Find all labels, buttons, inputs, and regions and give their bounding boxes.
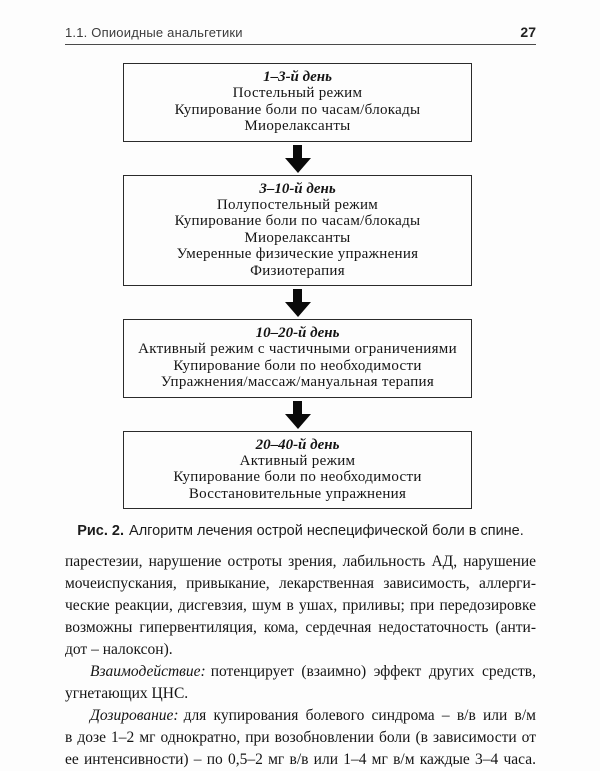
flow-box-line: Активный режим с частичными ограничениям… bbox=[138, 341, 457, 357]
text-line: угнетающих ЦНС. bbox=[65, 685, 189, 702]
paragraph-side-effects: парестезии, нарушение остроты зрения, ла… bbox=[65, 551, 536, 661]
flow-box-line: Восстановительные упражнения bbox=[188, 485, 407, 502]
flow-box-line: Миорелаксанты bbox=[244, 118, 351, 134]
text-line: возможны гипервентиляция, кома, сердечна… bbox=[65, 619, 536, 636]
text-line: ческие реакции, дисгевзия, шум в ушах, п… bbox=[65, 597, 536, 614]
text-line: дот – налоксон). bbox=[65, 641, 173, 658]
down-arrow-icon bbox=[123, 142, 472, 175]
page-header: 1.1. Опиоидные анальгетики 27 bbox=[65, 24, 536, 45]
flow-box-day-10-20: 10–20-й день Активный режим с частичными… bbox=[123, 319, 472, 398]
flow-box-line: Купирование боли по необходимости bbox=[173, 469, 422, 485]
flow-box-line: Умеренные физические упражнения bbox=[176, 246, 419, 262]
caption-text: Алгоритм лечения острой неспецифической … bbox=[129, 523, 524, 539]
flow-box-line: Постельный режим bbox=[232, 85, 363, 101]
term-label: Взаимодействие: bbox=[90, 663, 206, 680]
text-line: ее интенсивности) – по 0,5–2 мг в/в или … bbox=[65, 751, 536, 768]
text-line: парестезии, нарушение остроты зрения, ла… bbox=[65, 553, 536, 570]
term-label: Дозирование: bbox=[90, 707, 179, 724]
section-title: 1.1. Опиоидные анальгетики bbox=[65, 25, 243, 40]
flow-box-line: Купирование боли по необходимости bbox=[173, 357, 422, 374]
flow-box-line: Физиотерапия bbox=[250, 262, 345, 279]
caption-label: Рис. 2. bbox=[77, 523, 125, 539]
flow-box-line: Упражнения/массаж/мануальная терапия bbox=[160, 374, 435, 390]
paragraph-interaction: Взаимодействие:потенцирует (взаимно) эфф… bbox=[65, 661, 536, 705]
text-line: мочеиспускания, привыкание, лекарственна… bbox=[65, 575, 536, 592]
flow-box-title: 3–10-й день bbox=[259, 180, 336, 197]
book-page: 1.1. Опиоидные анальгетики 27 1–3-й день… bbox=[65, 24, 536, 768]
flow-box-day-3-10: 3–10-й день Полупостельный режим Купиров… bbox=[123, 174, 472, 286]
term-definition: для купирования болевого синдрома – в/в … bbox=[183, 707, 536, 724]
body-text: парестезии, нарушение остроты зрения, ла… bbox=[65, 551, 536, 771]
page-number: 27 bbox=[520, 24, 536, 40]
flow-box-line: Полупостельный режим bbox=[216, 196, 379, 213]
down-arrow-icon bbox=[123, 286, 472, 319]
flow-box-day-20-40: 20–40-й день Активный режим Купирование … bbox=[123, 430, 472, 509]
text-line: Дозирование:для купирования болевого син… bbox=[65, 705, 536, 727]
figure-caption: Рис. 2.Алгоритм лечения острой неспецифи… bbox=[65, 523, 536, 539]
flow-box-day-1-3: 1–3-й день Постельный режим Купирование … bbox=[123, 63, 472, 142]
flow-box-title: 20–40-й день bbox=[255, 436, 340, 453]
down-arrow-icon bbox=[123, 398, 472, 431]
paragraph-dosage: Дозирование:для купирования болевого син… bbox=[65, 705, 536, 771]
flow-box-title: 1–3-й день bbox=[263, 69, 332, 85]
flow-box-title: 10–20-й день bbox=[255, 325, 340, 341]
text-line: Взаимодействие:потенцирует (взаимно) эфф… bbox=[65, 661, 536, 683]
text-line: в дозе 1–2 мг однократно, при возобновле… bbox=[65, 729, 536, 746]
flow-box-line: Миорелаксанты bbox=[244, 229, 351, 246]
flow-box-line: Купирование боли по часам/блокады bbox=[174, 213, 421, 229]
treatment-flowchart: 1–3-й день Постельный режим Купирование … bbox=[65, 63, 536, 539]
term-definition: потенцирует (взаимно) эффект других сред… bbox=[210, 663, 536, 680]
flow-box-line: Купирование боли по часам/блокады bbox=[174, 101, 421, 118]
flow-box-line: Активный режим bbox=[239, 452, 356, 469]
